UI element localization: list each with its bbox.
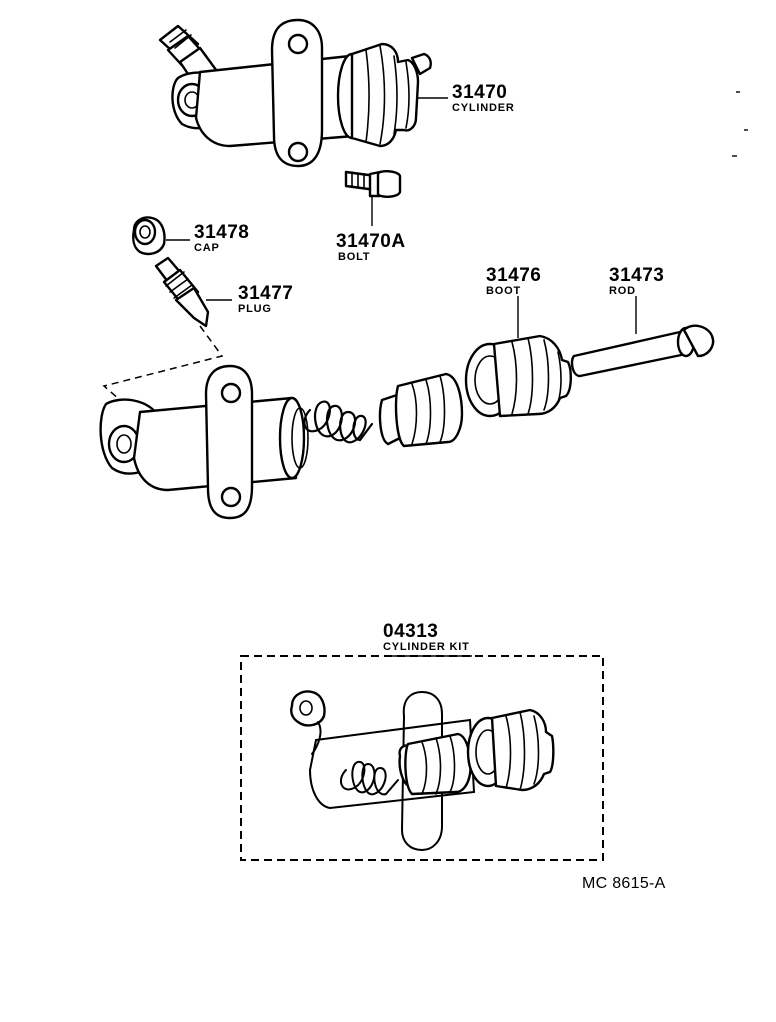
diagram-code: MC 8615-A: [582, 875, 666, 892]
bolt-part-number: 31470A: [336, 231, 406, 252]
bolt-illustration: [344, 170, 402, 226]
boot-part-name: BOOT: [486, 285, 521, 297]
spring-illustration: [303, 400, 374, 444]
boot-illustration: [464, 296, 572, 418]
cylinder-assembly-illustration: [158, 18, 448, 168]
kit-frame: [240, 655, 604, 861]
cap-part-number: 31478: [194, 222, 249, 243]
plug-illustration: [154, 256, 232, 328]
plug-part-number: 31477: [238, 283, 293, 304]
kit-part-number: 04313: [383, 621, 438, 642]
rod-part-name: ROD: [609, 285, 636, 297]
cap-illustration: [132, 216, 190, 256]
piston-illustration: [378, 372, 464, 448]
kit-illustration: [290, 690, 555, 852]
cylinder-part-number: 31470: [452, 82, 507, 103]
cylinder-part-name: CYLINDER: [452, 102, 515, 114]
boot-part-number: 31476: [486, 265, 541, 286]
rod-illustration: [570, 296, 715, 378]
plug-part-name: PLUG: [238, 303, 272, 315]
rod-part-number: 31473: [609, 265, 664, 286]
exploded-cylinder-illustration: [99, 364, 309, 520]
bolt-part-name: BOLT: [338, 251, 370, 263]
cap-part-name: CAP: [194, 242, 220, 254]
kit-part-name: CYLINDER KIT: [383, 641, 470, 653]
